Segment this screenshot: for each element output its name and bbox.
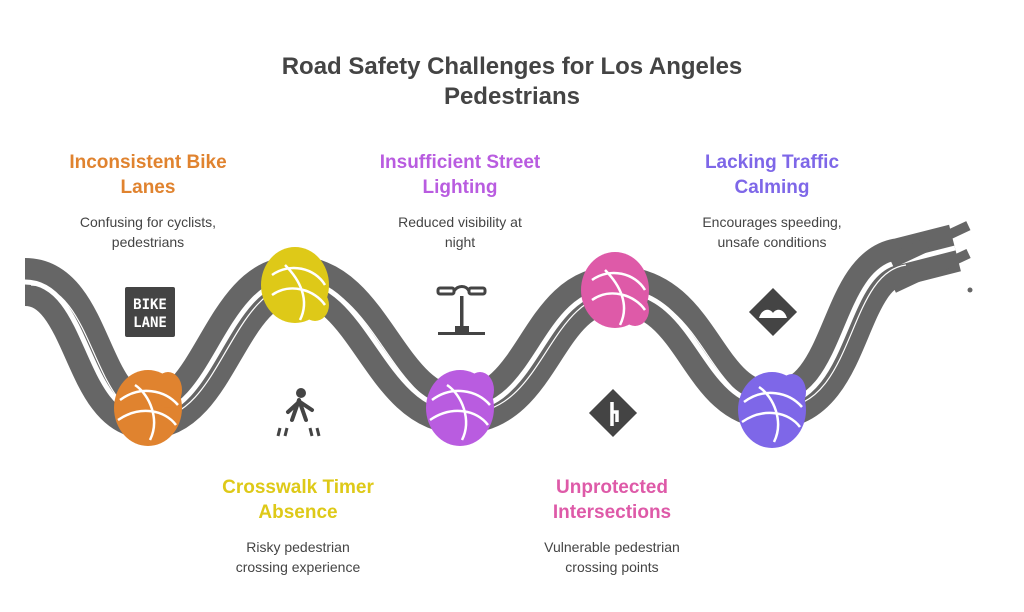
challenge-description: Confusing for cyclists,pedestrians [79,214,217,250]
page-title: Road Safety Challenges for Los Angeles P… [0,52,1024,112]
title-line: Road Safety Challenges for Los Angeles [281,53,743,80]
speed-bump-sign-icon [748,287,798,337]
knot-purple [426,370,494,446]
challenge-description: Encourages speeding,unsafe conditions [702,214,842,250]
icon-text: BIKE [133,297,167,313]
hose-ends-icon [888,221,973,293]
icon-text: LANE [133,315,167,331]
title-line: Pedestrians [443,83,581,110]
knot-violet [738,372,806,448]
knot-yellow [261,247,329,323]
bike-lane-icon: BIKE LANE [125,287,175,337]
street-lamp-icon [436,285,487,335]
knot-orange [114,370,182,446]
pedestrian-crossing-icon [276,388,321,437]
knot-pink [581,252,649,328]
intersection-sign-icon [588,388,638,438]
